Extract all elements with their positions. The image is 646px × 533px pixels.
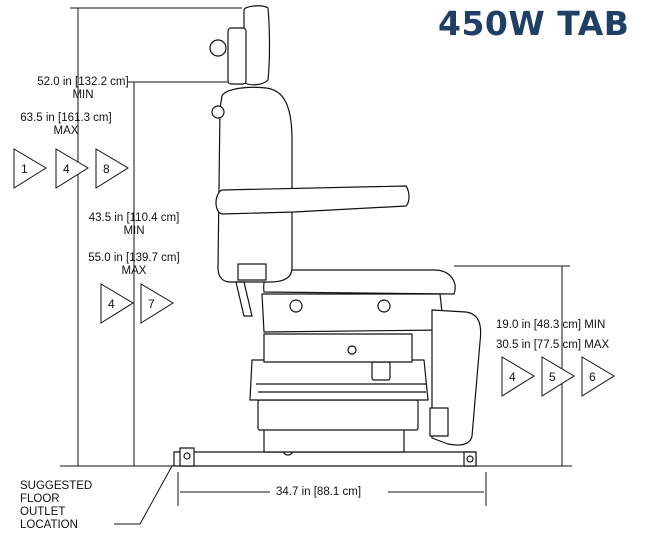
backrest-height-max-tag: MAX	[121, 265, 147, 277]
note-triangle-4c	[501, 356, 535, 397]
floor-outlet-line: SUGGESTED	[20, 480, 93, 492]
floor-outlet-line: LOCATION	[20, 519, 78, 531]
seat-height-min-label: 19.0 in [48.3 cm] MIN	[496, 319, 606, 331]
total-height-max-value: 63.5 in [161.3 cm]	[20, 112, 112, 124]
total-height-min-label: 52.0 in [132.2 cm] MIN	[31, 76, 135, 102]
note-number: 8	[103, 162, 110, 176]
note-triangle-5	[541, 356, 575, 397]
armrest	[215, 185, 410, 215]
seat-cushion	[263, 269, 456, 295]
dimension-lines	[60, 7, 572, 525]
note-number: 6	[589, 370, 596, 384]
floor-outlet-label: SUGGESTED FLOOR OUTLET LOCATION	[20, 480, 92, 532]
backrest	[217, 86, 293, 283]
backrest-bracket	[237, 263, 267, 281]
total-height-min-value: 52.0 in [132.2 cm]	[37, 76, 129, 88]
backrest-height-min-label: 43.5 in [110.4 cm] MIN	[80, 212, 188, 238]
total-height-max-label: 63.5 in [161.3 cm] MAX	[12, 112, 120, 138]
backrest-height-min-value: 43.5 in [110.4 cm]	[88, 212, 180, 224]
hydraulic-bolt	[347, 345, 357, 355]
drawing-title: 450W TAB	[438, 4, 630, 43]
note-number: 7	[148, 297, 155, 311]
total-height-min-tag: MIN	[72, 89, 94, 101]
note-triangle-1	[13, 148, 47, 189]
backrest-height-max-label: 55.0 in [139.7 cm] MAX	[80, 252, 188, 278]
lift-column-lower	[263, 427, 405, 453]
note-number: 4	[108, 297, 115, 311]
note-triangle-7	[140, 283, 174, 324]
chair-outline	[173, 5, 482, 467]
hydraulic-block	[263, 333, 413, 363]
backrest-height-min-tag: MIN	[123, 225, 145, 237]
note-triangles	[13, 148, 615, 397]
headrest-knob	[209, 39, 227, 57]
seat-height-max-label: 30.5 in [77.5 cm] MAX	[496, 339, 610, 351]
floor-outlet-line: FLOOR	[20, 493, 60, 505]
note-triangle-8	[95, 148, 129, 189]
note-number: 5	[549, 370, 556, 384]
backrest-link-arm	[235, 281, 253, 317]
leg-rest-mechanism	[429, 407, 449, 437]
note-triangle-6	[581, 356, 615, 397]
note-number: 4	[63, 162, 70, 176]
floor-outlet-line: OUTLET	[20, 506, 66, 518]
outlet-screw	[183, 452, 191, 460]
base-width-label: 34.7 in [88.1 cm]	[276, 486, 362, 498]
base-plate	[173, 451, 477, 467]
seat-frame	[261, 293, 445, 333]
base-screw	[466, 455, 474, 463]
lift-column-upper	[257, 399, 419, 431]
note-numbers: 1 4 8 4 7 4 5 6	[21, 162, 596, 384]
seat-frame-bolt	[289, 299, 303, 313]
backrest-knob	[211, 105, 225, 119]
headrest	[243, 5, 271, 86]
total-height-max-tag: MAX	[53, 125, 79, 137]
motor-housing	[249, 359, 429, 401]
control-port	[371, 361, 391, 381]
note-number: 1	[21, 162, 28, 176]
note-triangle-4b	[100, 283, 134, 324]
seat-frame-bolt	[377, 299, 391, 313]
floor-outlet-leader	[114, 461, 185, 525]
note-number: 4	[509, 370, 516, 384]
headrest-post	[227, 27, 247, 85]
backrest-height-max-value: 55.0 in [139.7 cm]	[88, 252, 180, 264]
note-triangle-4	[55, 148, 89, 189]
